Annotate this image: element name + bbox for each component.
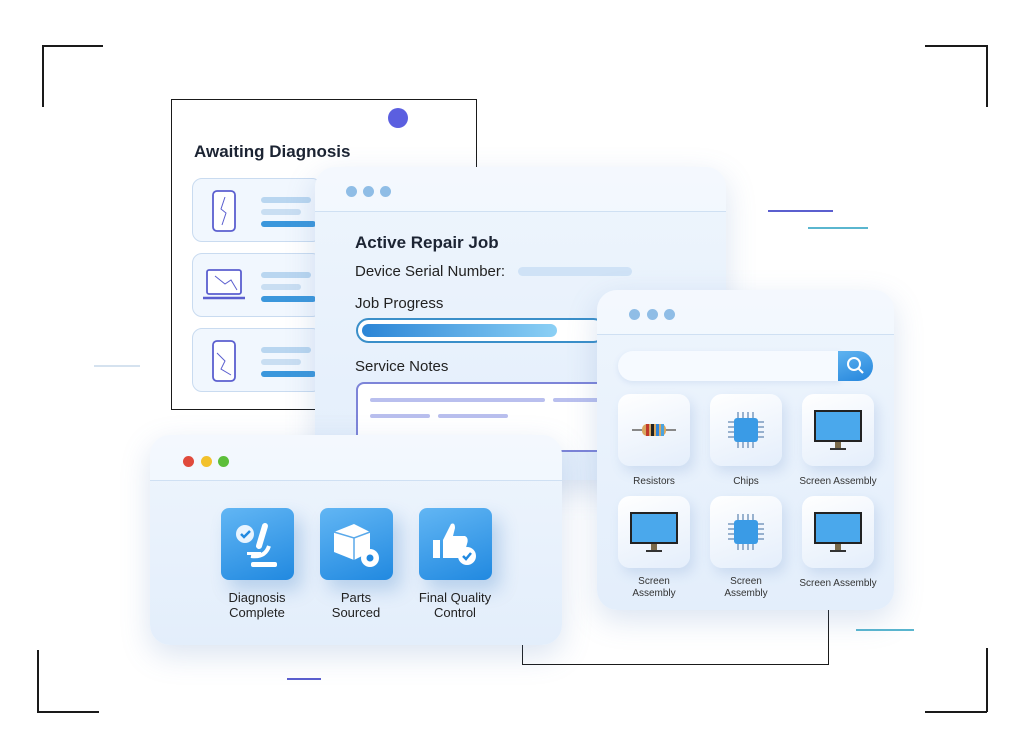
cracked-phone-icon xyxy=(212,190,236,232)
corner-bracket xyxy=(42,45,103,47)
device-card[interactable] xyxy=(192,178,322,242)
decor-line xyxy=(768,210,833,212)
part-label: Screen Assembly xyxy=(632,576,676,599)
window-dot xyxy=(647,309,658,320)
quality-step-button[interactable] xyxy=(419,508,492,580)
box-gear-icon xyxy=(333,524,379,567)
part-tile[interactable] xyxy=(618,394,690,466)
decor-line xyxy=(856,629,914,631)
part-label: Screen Assembly xyxy=(799,476,877,487)
serial-number-field[interactable] xyxy=(518,267,632,276)
corner-bracket xyxy=(925,45,987,47)
window-dot xyxy=(629,309,640,320)
device-card[interactable] xyxy=(192,328,322,392)
window-dot xyxy=(346,186,357,197)
status-dot xyxy=(388,108,408,128)
corner-bracket xyxy=(986,45,988,107)
part-tile[interactable] xyxy=(802,394,874,466)
window-dot xyxy=(380,186,391,197)
window-header xyxy=(150,435,562,481)
device-card[interactable] xyxy=(192,253,322,317)
window-header xyxy=(597,290,894,335)
active-repair-job-window: Active Repair Job Device Serial Number: … xyxy=(315,167,726,480)
job-progress-bar xyxy=(356,318,606,343)
search-button[interactable] xyxy=(838,351,873,381)
cracked-phone-icon xyxy=(212,340,236,382)
part-label: Chips xyxy=(733,476,759,487)
search-icon xyxy=(847,357,864,374)
decor-line xyxy=(808,227,868,229)
corner-bracket xyxy=(37,711,99,713)
window-header xyxy=(315,167,726,212)
part-tile[interactable] xyxy=(618,496,690,568)
chip-icon xyxy=(710,514,782,572)
monitor-icon xyxy=(618,512,690,572)
decor-line xyxy=(94,365,140,367)
progress-label: Job Progress xyxy=(355,295,444,312)
microscope-check-icon xyxy=(236,523,277,567)
job-title: Active Repair Job xyxy=(355,233,499,252)
close-dot[interactable] xyxy=(183,456,194,467)
corner-bracket xyxy=(986,648,988,712)
window-dot xyxy=(363,186,374,197)
resistor-icon xyxy=(618,424,690,470)
serial-label: Device Serial Number: xyxy=(355,263,506,280)
parts-step-button[interactable] xyxy=(320,508,393,580)
chip-icon xyxy=(710,412,782,470)
corner-bracket xyxy=(42,45,44,107)
parts-search-input[interactable] xyxy=(618,351,840,381)
part-label: Screen Assembly xyxy=(724,576,768,599)
corner-bracket xyxy=(925,711,987,713)
part-tile[interactable] xyxy=(710,496,782,568)
monitor-icon xyxy=(802,512,874,572)
minimize-dot[interactable] xyxy=(201,456,212,467)
broken-laptop-icon xyxy=(203,269,245,300)
maximize-dot[interactable] xyxy=(218,456,229,467)
notes-label: Service Notes xyxy=(355,358,449,375)
window-dot xyxy=(664,309,675,320)
part-tile[interactable] xyxy=(802,496,874,568)
diagnosis-step-button[interactable] xyxy=(221,508,294,580)
monitor-icon xyxy=(802,410,874,470)
part-label: Resistors xyxy=(633,476,675,487)
corner-bracket xyxy=(37,650,39,712)
part-label: Screen Assembly xyxy=(799,578,877,589)
decor-line xyxy=(287,678,321,680)
thumbs-up-check-icon xyxy=(433,523,476,565)
panel-title: Awaiting Diagnosis xyxy=(194,142,351,161)
progress-fill xyxy=(362,324,558,337)
part-tile[interactable] xyxy=(710,394,782,466)
